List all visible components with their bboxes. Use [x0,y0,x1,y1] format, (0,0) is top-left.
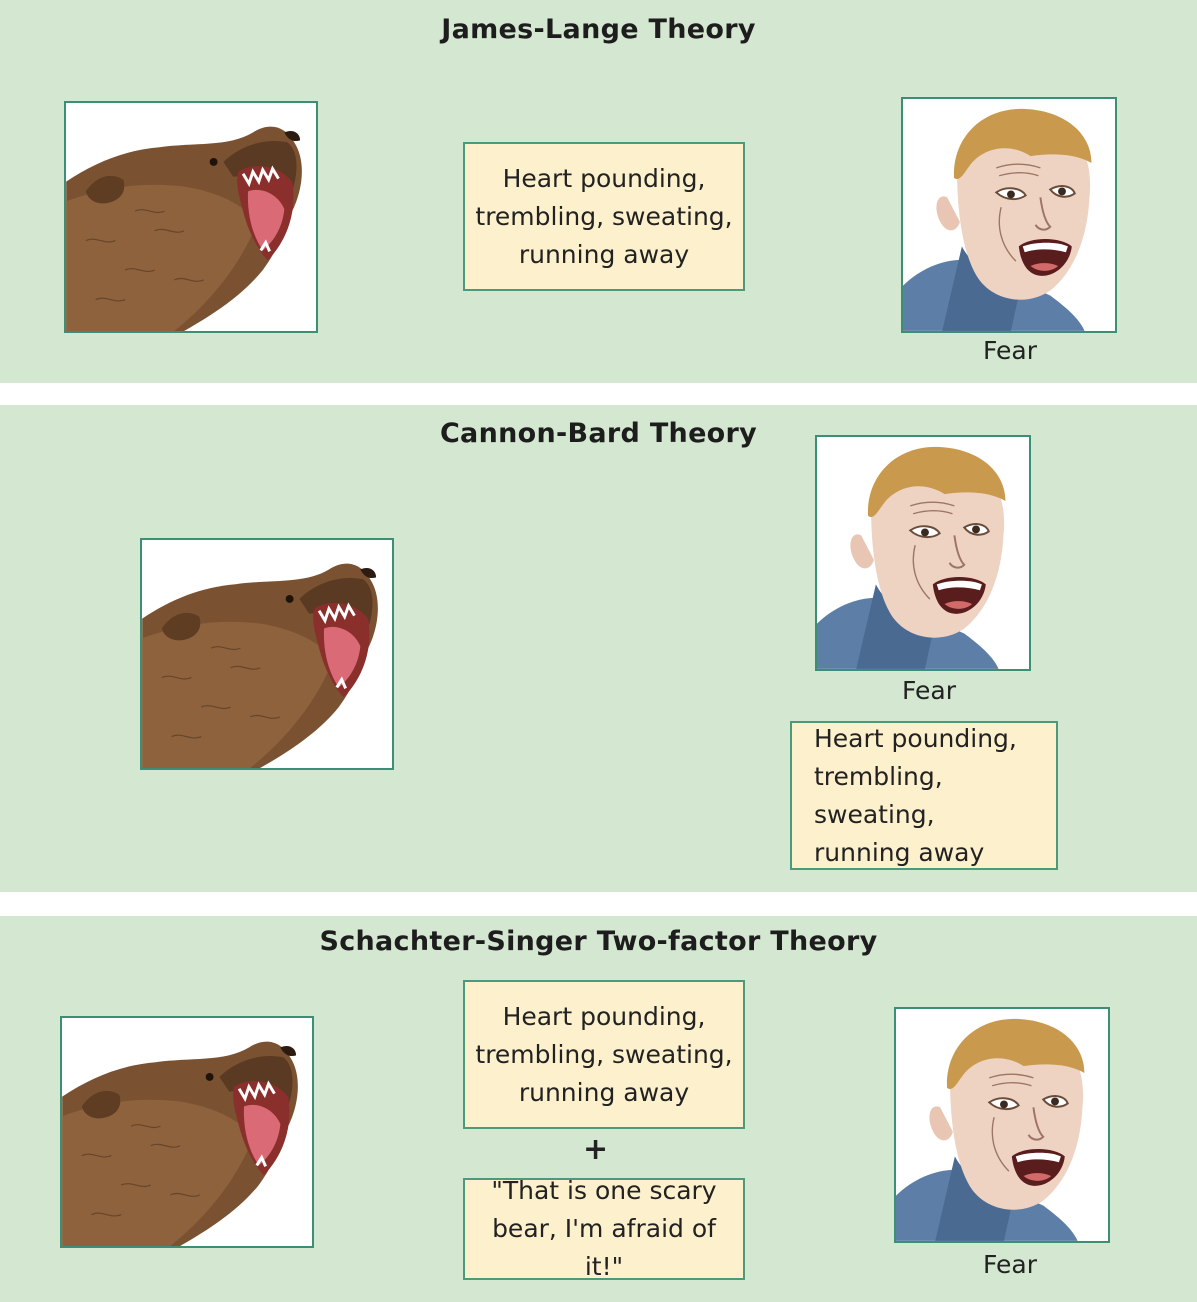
james-lange-panel: James-Lange Theory Heart pounding, tremb… [0,0,1197,383]
response-line: Heart pounding, [502,163,706,193]
response-line: running away [814,837,985,867]
james-lange-response-box: Heart pounding, trembling, sweating, run… [463,142,745,291]
response-line: trembling, sweating, [475,1039,733,1069]
plus-sign: + [583,1132,609,1167]
response-line: trembling, sweating, [814,761,943,829]
cognition-line: "That is one scary [491,1176,717,1205]
cognitive-label-box: "That is one scary bear, I'm afraid of i… [463,1176,745,1281]
response-line: Heart pounding, [814,723,1017,753]
frightened-man-image [901,97,1117,333]
bear-image [140,538,394,770]
james-lange-title: James-Lange Theory [441,14,756,45]
response-line: running away [518,239,690,269]
frightened-man-image [815,435,1031,671]
cognition-line: bear, I'm afraid of it!" [492,1214,716,1281]
response-line: Heart pounding, [502,1001,706,1031]
response-line: running away [518,1077,690,1107]
frightened-man-image [894,1007,1110,1243]
bear-image [64,101,318,333]
cannon-bard-panel: Cannon-Bard Theory Fear Heart pounding, … [0,405,1197,892]
schachter-singer-response-box: Heart pounding, trembling, sweating, run… [463,980,745,1129]
schachter-singer-fear-caption: Fear [983,1250,1037,1279]
schachter-singer-title: Schachter-Singer Two-factor Theory [319,926,878,957]
response-line: trembling, sweating, [475,201,733,231]
bear-image [60,1016,314,1248]
james-lange-fear-caption: Fear [983,336,1037,365]
schachter-singer-panel: Schachter-Singer Two-factor Theory Heart… [0,916,1197,1302]
cannon-bard-response-box: Heart pounding, trembling, sweating, run… [790,721,1058,870]
cannon-bard-title: Cannon-Bard Theory [439,418,758,449]
cannon-bard-fear-caption: Fear [902,676,956,705]
